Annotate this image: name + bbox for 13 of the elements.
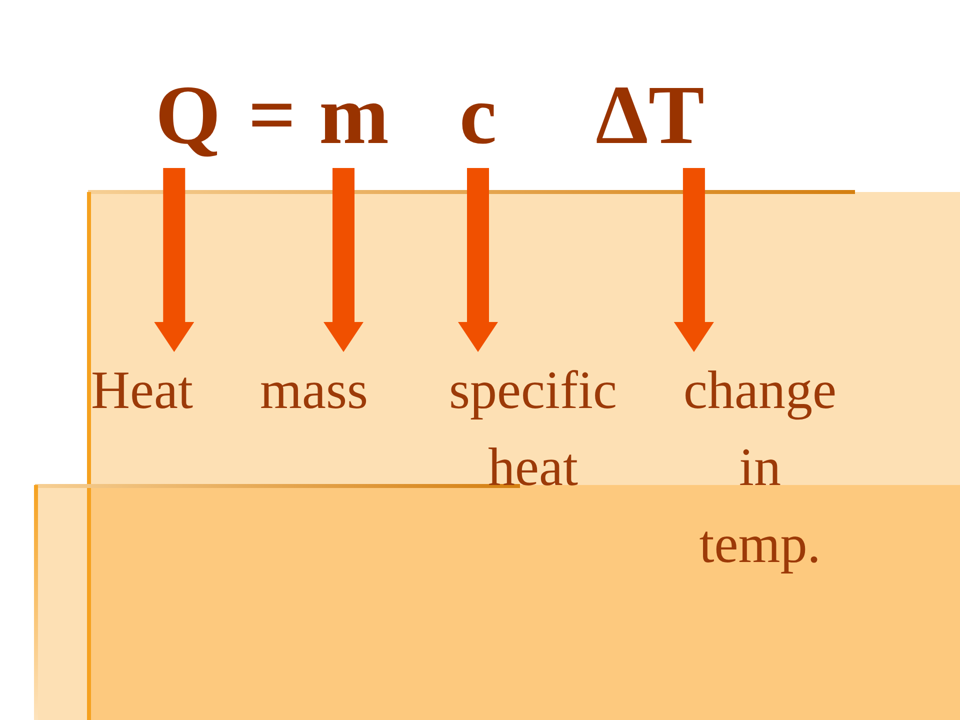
variable-symbol: c — [459, 70, 497, 162]
equals-sign: = — [248, 70, 296, 162]
variable-symbol: Q — [155, 70, 221, 162]
arrow — [674, 168, 714, 352]
arrow — [154, 168, 194, 352]
term-label: Heat — [91, 352, 193, 429]
term-label: change in temp. — [684, 352, 836, 583]
variable-symbol: ΔT — [596, 70, 704, 162]
term-label: specific heat — [449, 352, 617, 506]
arrow — [458, 168, 498, 352]
variable-symbol: m — [319, 70, 389, 162]
arrow — [324, 168, 364, 352]
term-label: mass — [260, 352, 368, 429]
